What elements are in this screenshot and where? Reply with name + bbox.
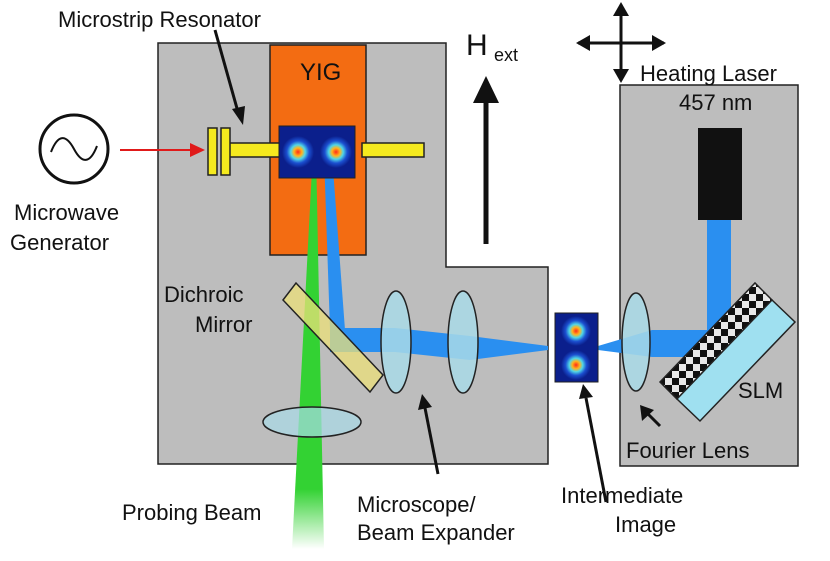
resonator-plate-2	[220, 127, 231, 176]
translation-cross-icon	[576, 2, 666, 83]
lens-1	[380, 290, 412, 394]
microwave-arrow-head	[190, 143, 205, 157]
label-microwave-2: Generator	[10, 230, 109, 255]
label-h-main: H	[466, 29, 488, 62]
label-intermediate-2: Image	[615, 512, 676, 537]
label-microscope-2: Beam Expander	[357, 520, 515, 545]
label-fourier-lens: Fourier Lens	[626, 438, 750, 463]
lens-2	[447, 290, 479, 394]
dichroic-mirror-shape	[282, 281, 384, 394]
label-microstrip-resonator: Microstrip Resonator	[58, 7, 261, 32]
label-probing-beam: Probing Beam	[122, 500, 261, 525]
yig-spot-right	[320, 136, 352, 168]
resonator-strip-left	[227, 142, 281, 158]
label-h-sub: ext	[494, 45, 518, 65]
label-dichroic-2: Mirror	[195, 312, 252, 337]
label-heating-laser-1: Heating Laser	[640, 61, 777, 86]
heating-laser-box	[698, 128, 742, 220]
resonator-strip-right	[361, 142, 425, 158]
label-intermediate-1: Intermediate	[561, 483, 683, 508]
resonator-plate-1	[207, 127, 218, 176]
label-dichroic-1: Dichroic	[164, 282, 243, 307]
intermediate-spot-top	[561, 316, 591, 346]
probe-beam	[292, 150, 324, 549]
label-microscope-1: Microscope/	[357, 492, 476, 517]
label-yig: YIG	[300, 59, 341, 86]
yig-spot-left	[282, 136, 314, 168]
blue-beam-vertical-left	[324, 155, 345, 330]
intermediate-spot-bottom	[561, 350, 591, 380]
pointer-arrows	[213, 29, 662, 503]
label-heating-laser-2: 457 nm	[679, 90, 752, 115]
probe-lens	[262, 406, 362, 438]
slm-cyan	[675, 298, 797, 423]
label-microwave-1: Microwave	[14, 200, 119, 225]
label-slm: SLM	[738, 378, 783, 403]
sine-wave-icon	[50, 137, 98, 161]
h-ext-arrow	[473, 76, 499, 244]
fourier-lens-shape	[621, 292, 651, 392]
